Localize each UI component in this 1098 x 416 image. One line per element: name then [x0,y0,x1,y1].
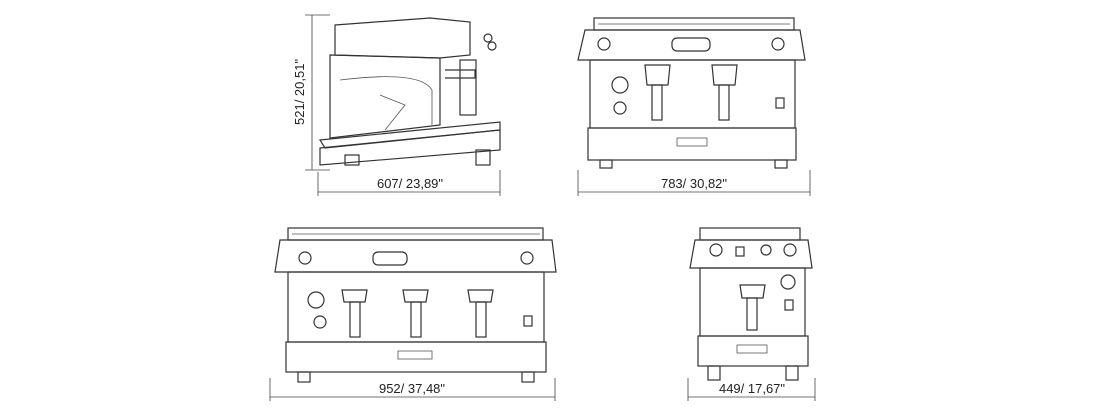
front-view-1-group: 449/ 17,67" [687,227,816,401]
side-view: 521/ 20,51" 607/ 23,89" [292,14,501,196]
front-view-3-group: 952/ 37,48" [269,227,557,401]
front-3-group-width-label: 952/ 37,48" [379,381,445,396]
front-view-2-group: 783/ 30,82" [577,17,811,196]
front-1-group-width-label: 449/ 17,67" [719,381,785,396]
side-height-label: 521/ 20,51" [292,59,307,125]
front-2-group-width-label: 783/ 30,82" [661,176,727,191]
side-width-label: 607/ 23,89" [377,176,443,191]
